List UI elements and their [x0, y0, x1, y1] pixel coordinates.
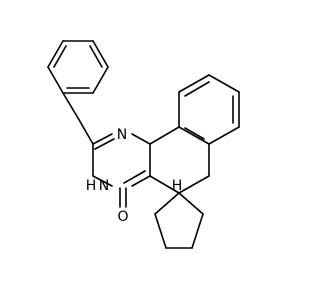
bond	[208, 74, 240, 93]
bond	[92, 133, 113, 145]
nitrogen-atom-label: N	[117, 127, 127, 143]
atom-labels: N N H O H	[86, 127, 183, 225]
bond	[184, 81, 210, 97]
bond	[154, 192, 180, 215]
bond	[178, 192, 204, 215]
bond	[92, 40, 109, 68]
bond	[178, 74, 210, 93]
oxygen-atom-label: O	[117, 209, 128, 225]
hydrogen-atom-label: H	[172, 178, 183, 194]
bond	[184, 127, 205, 140]
bond	[92, 175, 113, 187]
bond	[89, 45, 103, 68]
hydrogen-atom-label: H	[86, 178, 97, 194]
bond	[149, 175, 180, 194]
bond	[123, 170, 146, 184]
bond	[149, 126, 180, 145]
bond	[131, 133, 151, 145]
bond	[62, 92, 79, 119]
bond	[53, 45, 67, 68]
molecule-structure-svg: N N H O H	[47, 40, 240, 249]
bond	[178, 126, 210, 145]
bond	[94, 138, 115, 150]
bond	[154, 213, 167, 249]
bond	[191, 213, 204, 249]
bond	[92, 66, 109, 94]
bond	[131, 175, 151, 187]
bond	[77, 117, 94, 145]
bond	[47, 66, 64, 94]
bond	[178, 175, 210, 194]
molecule-diagram: N N H O H	[47, 40, 240, 249]
nitrogen-atom-label: N	[99, 178, 109, 194]
bonds	[47, 40, 240, 249]
bond	[208, 126, 240, 145]
bond	[47, 40, 64, 68]
